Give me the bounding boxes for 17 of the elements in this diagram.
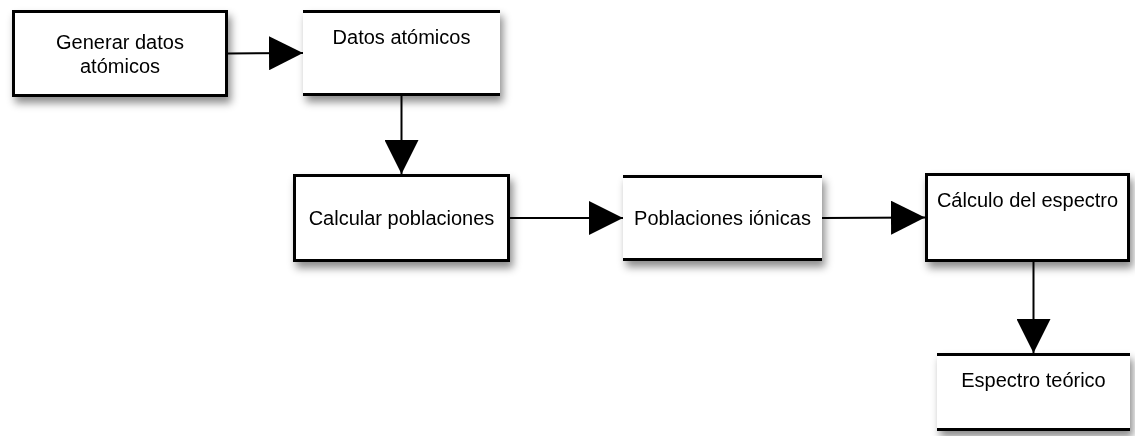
data-box <box>937 353 1130 431</box>
box-label: Calcular poblaciones <box>308 206 495 230</box>
box-label: Datos atómicos <box>332 25 471 49</box>
box-label: Poblaciones iónicas <box>634 206 811 230</box>
arrow <box>821 200 926 235</box>
box-label: Generar datos atómicos <box>55 29 185 78</box>
process-box <box>12 10 228 97</box>
data-box <box>623 175 822 261</box>
box-label: Cálculo del espectro <box>936 188 1119 212</box>
box-label: Espectro teórico <box>961 368 1106 392</box>
data-box <box>303 10 500 96</box>
arrow <box>384 95 419 175</box>
process-box <box>293 174 510 262</box>
arrow <box>1016 261 1051 354</box>
arrow <box>227 36 304 71</box>
process-box <box>925 173 1130 262</box>
arrow <box>509 201 624 235</box>
